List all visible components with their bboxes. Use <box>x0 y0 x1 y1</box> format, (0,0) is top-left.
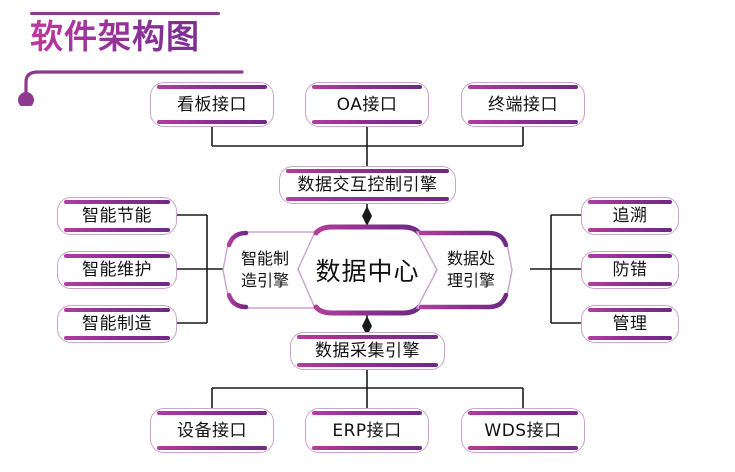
node-smart-manufacturing[interactable]: 智能制造 <box>57 305 177 343</box>
title-underline-hook-icon <box>18 70 244 106</box>
node-oa-interface[interactable]: OA接口 <box>305 82 429 127</box>
node-label: ERP接口 <box>332 420 402 441</box>
node-smart-maintenance[interactable]: 智能维护 <box>57 251 177 289</box>
node-error-proofing[interactable]: 防错 <box>581 251 679 289</box>
node-terminal-interface[interactable]: 终端接口 <box>461 82 585 127</box>
node-kanban-interface[interactable]: 看板接口 <box>150 82 274 127</box>
node-label: 智能制造 <box>82 314 152 334</box>
node-smart-manufacturing-engine[interactable]: 智能制 造引擎 <box>222 228 322 312</box>
node-label-line2: 造引擎 <box>240 271 289 290</box>
node-data-processing-engine[interactable]: 数据处 理引擎 <box>413 228 513 312</box>
node-label-line1: 智能制 <box>240 249 289 268</box>
node-wds-interface[interactable]: WDS接口 <box>461 408 585 453</box>
node-label: 智能节能 <box>82 206 152 226</box>
hexagon-shape <box>415 230 513 310</box>
hexagon-shape <box>222 230 320 310</box>
node-data-collection-engine[interactable]: 数据采集引擎 <box>290 332 445 370</box>
node-label-line2: 理引擎 <box>446 271 495 290</box>
node-label: OA接口 <box>336 94 398 115</box>
node-data-center-core[interactable]: 数据中心 <box>297 222 438 318</box>
title-block: 软件架构图 <box>0 0 300 110</box>
node-label: 智能制 造引擎 <box>241 248 303 292</box>
node-erp-interface[interactable]: ERP接口 <box>305 408 429 453</box>
node-label: 看板接口 <box>177 94 247 115</box>
node-label: 管理 <box>612 314 648 334</box>
node-label: 智能维护 <box>82 260 152 280</box>
node-label: 数据中心 <box>315 257 420 286</box>
node-label: 防错 <box>612 260 648 280</box>
node-smart-energy-saving[interactable]: 智能节能 <box>57 197 177 235</box>
node-label: 设备接口 <box>177 420 247 441</box>
node-label: 数据处 理引擎 <box>431 248 495 292</box>
node-label-line1: 数据处 <box>446 249 495 268</box>
node-label: WDS接口 <box>484 420 562 441</box>
node-management[interactable]: 管理 <box>581 305 679 343</box>
node-traceability[interactable]: 追溯 <box>581 197 679 235</box>
page-title: 软件架构图 <box>30 17 200 56</box>
node-equipment-interface[interactable]: 设备接口 <box>150 408 274 453</box>
node-label: 数据采集引擎 <box>315 341 420 361</box>
arrow-diamond-icon <box>362 206 372 336</box>
node-label: 终端接口 <box>488 94 558 115</box>
node-data-exchange-control-engine[interactable]: 数据交互控制引擎 <box>279 166 456 204</box>
node-label: 追溯 <box>612 206 648 226</box>
title-top-rule <box>30 12 220 15</box>
node-label: 数据交互控制引擎 <box>297 175 438 195</box>
hexagon-shape <box>297 224 438 316</box>
